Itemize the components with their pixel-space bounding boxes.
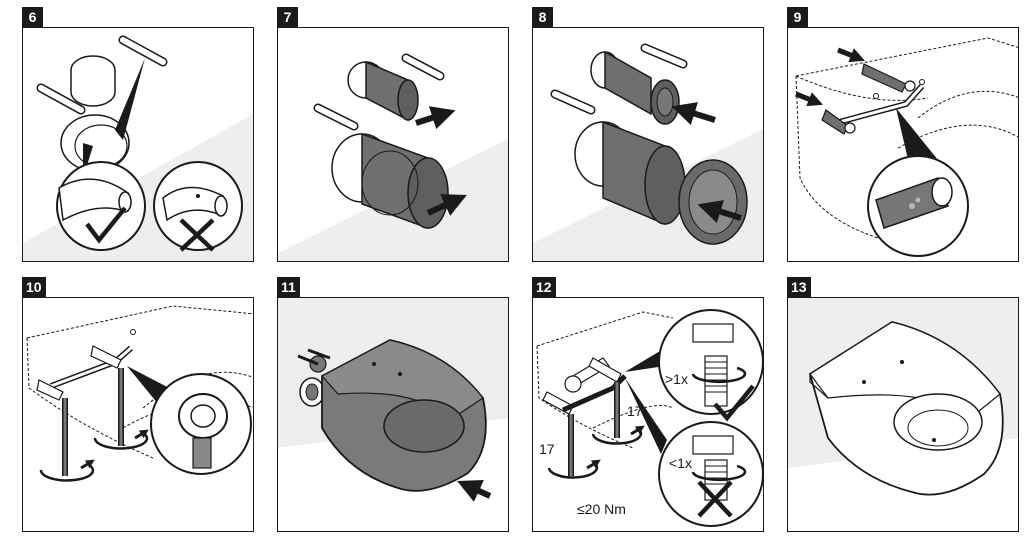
threaded-stud bbox=[36, 83, 86, 115]
mounting-bracket bbox=[561, 374, 627, 413]
mounting-hole bbox=[919, 79, 925, 85]
wrench-size-label: 17 bbox=[539, 441, 555, 457]
installed-toilet-bowl bbox=[808, 321, 1004, 496]
step-number-badge: 13 bbox=[787, 277, 811, 298]
step-11-illustration bbox=[278, 298, 508, 502]
step-number-badge: 7 bbox=[277, 7, 298, 28]
torque-label: ≤20 Nm bbox=[577, 501, 626, 517]
push-arrow-icon bbox=[697, 200, 742, 224]
pull-arrow-icon bbox=[426, 194, 467, 216]
vertical-rod bbox=[568, 382, 620, 476]
step-8-panel bbox=[532, 27, 764, 262]
threaded-bolt bbox=[861, 63, 916, 93]
step-11-panel bbox=[277, 297, 509, 532]
water-inlet-pipe bbox=[347, 60, 419, 122]
push-arrow-icon bbox=[457, 480, 492, 502]
detail-circle-wrong-thread bbox=[658, 421, 763, 527]
step-13-illustration bbox=[788, 298, 1018, 496]
step-8-illustration bbox=[533, 43, 763, 261]
step-number-badge: 9 bbox=[787, 7, 808, 28]
rubber-sleeve bbox=[70, 55, 116, 107]
water-inlet-pipe-with-seal bbox=[590, 50, 680, 125]
rubber-seal-ring bbox=[678, 159, 748, 245]
step-6-illustration bbox=[23, 35, 253, 261]
step-number-badge: 11 bbox=[277, 277, 300, 298]
detail-circle-correct bbox=[56, 161, 146, 251]
insert-arrow-icon bbox=[795, 91, 823, 107]
threaded-stud bbox=[118, 35, 168, 67]
cross-mark-icon bbox=[179, 218, 215, 252]
threaded-stud bbox=[550, 89, 596, 115]
cross-mark-icon bbox=[697, 480, 733, 518]
callout-pointer bbox=[625, 378, 667, 454]
callout-pointer bbox=[625, 348, 665, 372]
threaded-stud bbox=[640, 43, 688, 69]
check-mark-icon bbox=[713, 384, 755, 422]
check-mark-icon bbox=[85, 206, 127, 244]
mounting-bracket bbox=[831, 84, 925, 127]
wall-hung-toilet-bowl bbox=[321, 339, 487, 492]
mounting-hole bbox=[873, 93, 879, 99]
rotation-arrow-icon bbox=[80, 459, 95, 470]
threaded-stud bbox=[401, 53, 445, 81]
step-9-illustration bbox=[795, 37, 1018, 257]
step-12-panel: 17 17 ≤20 Nm >1x <1x bbox=[532, 297, 764, 532]
step-12-illustration: 17 17 ≤20 Nm >1x <1x bbox=[536, 309, 763, 527]
step-7-illustration bbox=[278, 53, 508, 261]
drain-connector bbox=[574, 120, 686, 226]
step-9-panel bbox=[787, 27, 1019, 262]
threaded-bolt bbox=[821, 109, 856, 135]
rotation-arrow-icon bbox=[134, 429, 149, 440]
rotation-arrow-icon bbox=[630, 425, 645, 436]
step-10-panel bbox=[22, 297, 254, 532]
insert-arrow-icon bbox=[837, 47, 865, 63]
detail-circle-wrong bbox=[153, 161, 243, 251]
step-number-badge: 8 bbox=[532, 7, 553, 28]
step-7-panel bbox=[277, 27, 509, 262]
threaded-bolt bbox=[36, 345, 122, 401]
threaded-stud bbox=[313, 103, 359, 131]
callout-pointer bbox=[115, 58, 145, 140]
push-arrow-icon bbox=[671, 102, 716, 126]
rotation-arrow-icon bbox=[586, 459, 601, 470]
callout-pointer bbox=[896, 108, 938, 168]
step-number-badge: 10 bbox=[22, 277, 46, 298]
tighten-rotation-icon bbox=[39, 430, 149, 482]
tighten-rotation-icon bbox=[547, 426, 643, 479]
step-6-panel bbox=[22, 27, 254, 262]
detail-circle-correct-thread bbox=[658, 309, 763, 415]
detail-circle-bolt-end bbox=[867, 155, 969, 257]
less-than-one-turn-label: <1x bbox=[669, 455, 692, 471]
step-10-illustration bbox=[26, 305, 253, 482]
step-number-badge: 12 bbox=[532, 277, 556, 298]
mounting-hole bbox=[130, 329, 136, 335]
step-number-badge: 6 bbox=[22, 7, 43, 28]
step-13-panel bbox=[787, 297, 1019, 532]
pull-arrow-icon bbox=[415, 106, 456, 130]
detail-circle-washer bbox=[150, 373, 252, 475]
more-than-one-turn-label: >1x bbox=[665, 371, 688, 387]
